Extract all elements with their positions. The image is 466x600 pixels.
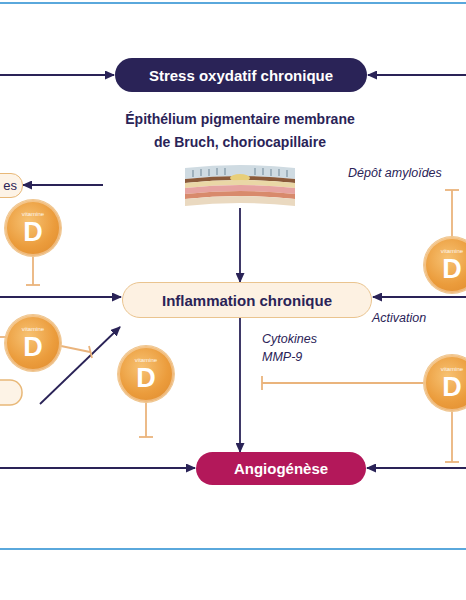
tissue-node: Épithélium pigmentaire membrane de Bruch… (103, 108, 377, 208)
inhibition-line (451, 411, 453, 462)
inhibition-line (451, 190, 453, 237)
edge-label: Cytokines MMP-9 (262, 330, 324, 366)
retina-illustration (185, 165, 295, 206)
input-arrow (368, 74, 466, 76)
vitamin-circle: vitamineD (5, 200, 61, 256)
cropped-box: es (0, 173, 23, 198)
vitamin-circle: vitamineD (118, 346, 174, 402)
node-text: vitamine (441, 248, 463, 255)
node-text: vitamine (22, 326, 44, 333)
inhibition-lines (0, 190, 459, 462)
inhibition-line (32, 256, 34, 285)
input-arrow (0, 467, 195, 469)
node-text: Angiogénèse (234, 460, 328, 477)
process-box: Inflammation chronique (122, 282, 372, 318)
node-text: D (442, 255, 462, 283)
inhibition-line (61, 346, 90, 352)
flow-arrow (239, 318, 241, 452)
frame-line (0, 548, 466, 550)
node-text: vitamine (135, 357, 157, 364)
input-arrow (0, 296, 121, 298)
node-text: es (3, 178, 17, 193)
process-pill: Angiogénèse (196, 452, 366, 485)
annotation-label: Activation (372, 309, 426, 327)
node-text: vitamine (441, 366, 463, 373)
node-text: D (23, 333, 43, 361)
cropped-box (0, 380, 22, 405)
inhibition-bar (26, 284, 40, 286)
process-pill: Stress oxydatif chronique (115, 58, 367, 92)
flow-arrow (23, 184, 103, 186)
vitamin-circle: vitamineD (424, 355, 466, 411)
inhibition-line (145, 402, 147, 437)
node-text: Stress oxydatif chronique (149, 67, 333, 84)
input-arrow (367, 467, 466, 469)
flow-arrow (239, 208, 241, 282)
node-text: D (23, 218, 43, 246)
vitamin-circle: vitamineD (424, 237, 466, 293)
annotation-label: Dépôt amyloïdes (348, 164, 442, 182)
inhibition-line (262, 382, 424, 384)
node-text: Épithélium pigmentaire membrane de Bruch… (103, 108, 377, 154)
inhibition-bar (445, 189, 459, 191)
inhibition-bar (89, 346, 92, 358)
inhibition-bar (261, 376, 263, 390)
input-arrow (373, 296, 466, 298)
frame-line (0, 2, 466, 4)
node-text: vitamine (22, 211, 44, 218)
input-arrow (0, 74, 114, 76)
node-text: Inflammation chronique (162, 292, 332, 309)
vitamin-circle: vitamineD (5, 315, 61, 371)
node-text: D (442, 373, 462, 401)
inhibition-bar (445, 461, 459, 463)
inhibition-bar (139, 436, 153, 438)
node-text: D (136, 364, 156, 392)
sclera-layer (185, 196, 295, 206)
